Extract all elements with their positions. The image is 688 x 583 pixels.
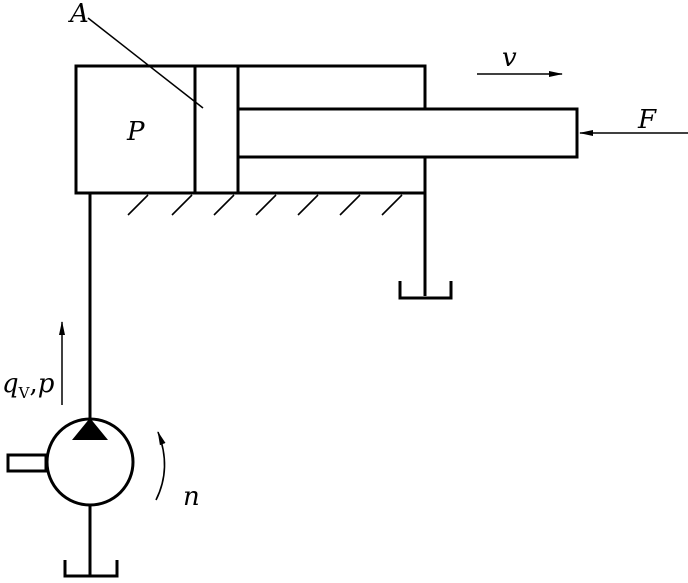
rotation-arrow-icon [155, 431, 166, 501]
flow-pressure-symbol: p [38, 369, 55, 399]
pump-outlet-triangle [72, 418, 108, 440]
pump-shaft [6, 453, 48, 473]
ground-hatching [127, 194, 403, 216]
flow-pressure-label: qV,p [2, 369, 55, 402]
flow-subscript: V [18, 384, 31, 402]
speed-label: n [183, 482, 200, 512]
velocity-label: v [502, 43, 517, 73]
piston [193, 64, 240, 195]
area-leader-line [87, 17, 204, 109]
piston-rod [236, 107, 579, 159]
pressure-chamber-label: P [126, 117, 145, 147]
tank-icon [63, 560, 119, 578]
flow-separator: , [30, 369, 38, 399]
force-label: F [637, 105, 657, 135]
area-label: A [68, 0, 89, 29]
tank-icon [398, 281, 453, 300]
flow-symbol: q [2, 369, 19, 399]
